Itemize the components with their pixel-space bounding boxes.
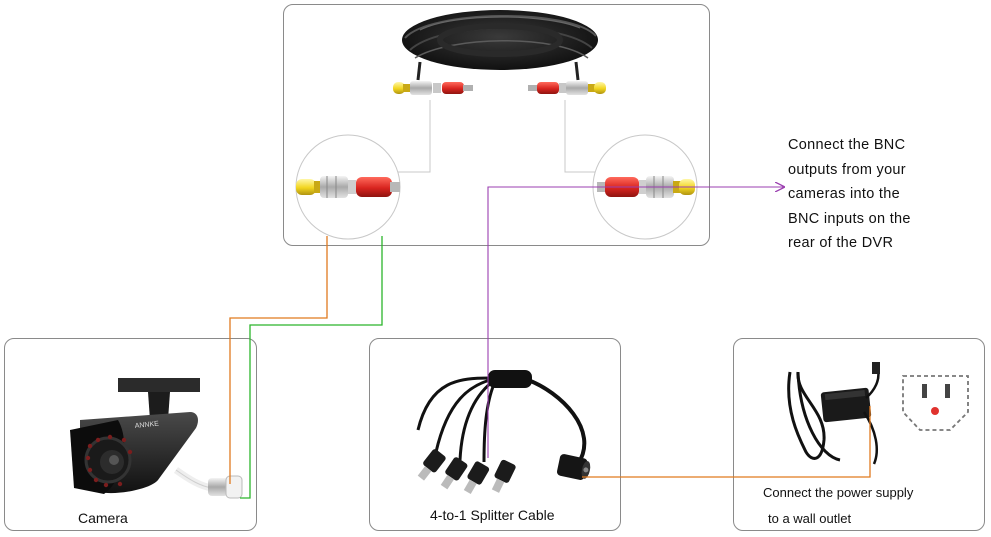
callout-line-right bbox=[564, 100, 595, 173]
callout-line-left bbox=[398, 100, 431, 173]
dvr-instructions: Connect the BNC outputs from your camera… bbox=[788, 133, 911, 256]
instruction-line: BNC inputs on the bbox=[788, 210, 911, 227]
wall-outlet-icon bbox=[902, 375, 969, 431]
bnc-line-splitter bbox=[487, 186, 688, 458]
instruction-line: outputs from your bbox=[788, 161, 906, 178]
splitter-label: 4-to-1 Splitter Cable bbox=[430, 507, 555, 523]
power-instruction-line: to a wall outlet bbox=[768, 511, 852, 526]
bnc-connector-zoom-left bbox=[296, 176, 400, 198]
power-wire-adapter bbox=[582, 406, 871, 478]
instruction-line: cameras into the bbox=[788, 186, 900, 202]
bullet-camera: ANNKE bbox=[70, 378, 243, 499]
camera-label: Camera bbox=[78, 510, 128, 526]
bnc-cable-coil bbox=[402, 10, 598, 81]
power-wire-camera bbox=[240, 236, 383, 499]
power-instruction-line: Connect the power supply bbox=[763, 485, 914, 500]
camera-brand-text: ANNKE bbox=[134, 420, 159, 430]
power-supply-panel bbox=[733, 338, 985, 531]
splitter-cable bbox=[416, 370, 591, 495]
video-wire-camera bbox=[229, 236, 328, 484]
instruction-line: rear of the DVR bbox=[788, 235, 894, 251]
power-adapter bbox=[787, 362, 880, 465]
instruction-line: Connect the BNC bbox=[788, 137, 906, 153]
bnc-connector-top-right bbox=[528, 81, 606, 95]
bnc-connector-top-left bbox=[393, 81, 473, 95]
